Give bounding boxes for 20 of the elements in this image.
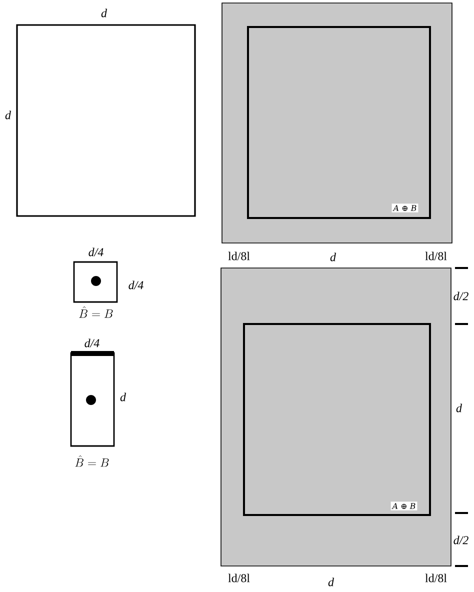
dimension-label: d/2 bbox=[454, 536, 468, 544]
dimension-label: ld/8l bbox=[228, 574, 250, 582]
square-outline bbox=[243, 323, 431, 516]
formula-box: A ⊕ B bbox=[390, 502, 418, 510]
dimension-label: d/4 bbox=[128, 280, 144, 290]
panel bbox=[220, 268, 452, 566]
dimension-label: d bbox=[330, 252, 336, 262]
dimension-label: ld/8l bbox=[425, 574, 447, 582]
formula-box: A ⊕ B bbox=[392, 204, 418, 212]
dimension-label: d/2 bbox=[454, 292, 468, 300]
panel bbox=[222, 2, 452, 244]
dimension-label: d bbox=[328, 578, 334, 586]
dimension-label: d/4 bbox=[88, 248, 104, 256]
dimension-label: d bbox=[456, 404, 462, 412]
square-outline bbox=[247, 26, 431, 219]
equation-label: $\hat{B}= B$ bbox=[75, 455, 109, 467]
dimension-label: ld/8l bbox=[425, 252, 447, 260]
square-outline bbox=[16, 24, 196, 217]
rectangle-outline bbox=[73, 261, 118, 303]
dimension-label: ld/8l bbox=[228, 252, 250, 260]
